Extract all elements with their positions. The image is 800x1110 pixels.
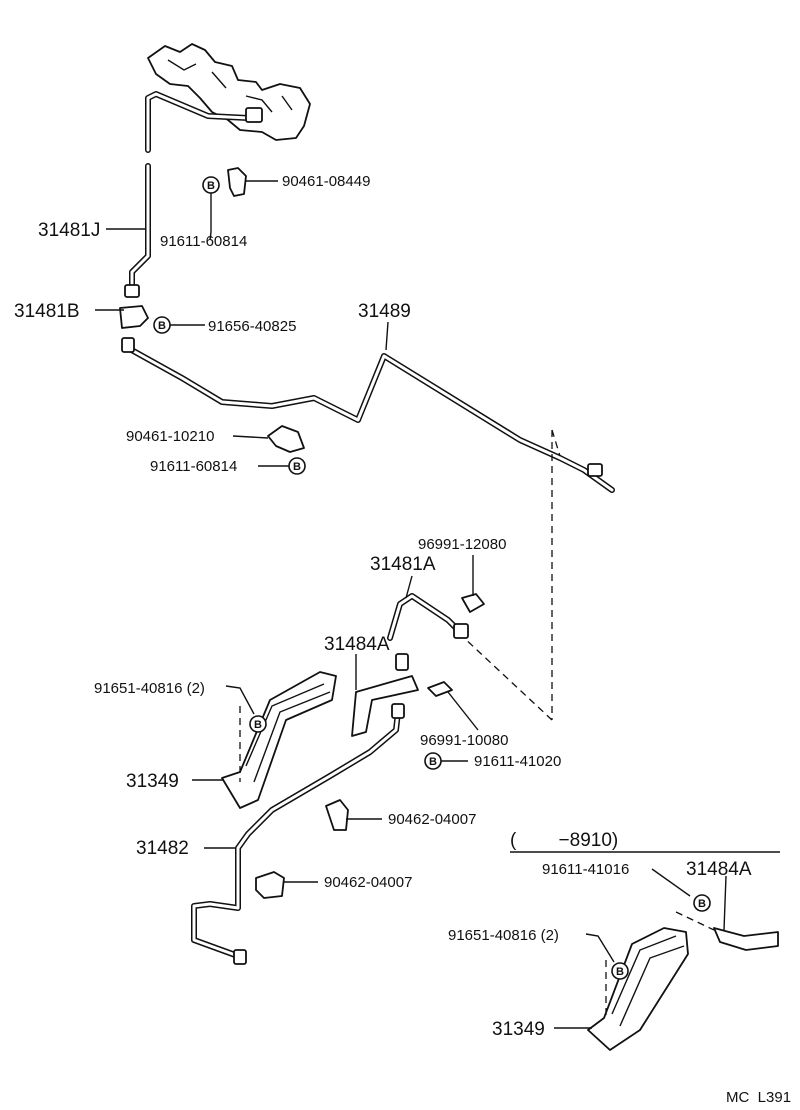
bracket-31484A-variant	[713, 927, 779, 951]
label-96991-10080: 96991-10080	[420, 732, 508, 749]
leader-lines	[95, 180, 727, 1029]
bolt-icon: B	[249, 715, 267, 733]
svg-text:B: B	[698, 898, 706, 910]
pipe-31489	[121, 337, 615, 493]
label-31481J: 31481J	[38, 220, 100, 241]
clip-90461-08449	[227, 167, 247, 197]
clip-90462-04007-lower	[255, 871, 285, 899]
label-31349-variant: 31349	[492, 1019, 545, 1040]
bolt-icon: B	[611, 962, 629, 980]
bolt-icon: B	[202, 176, 220, 194]
bracket-31484A-upper	[351, 675, 419, 737]
clip-96991-12080	[461, 593, 485, 613]
label-90462-04007-lower: 90462-04007	[324, 874, 412, 891]
label-91611-60814-top: 91611-60814	[160, 233, 247, 250]
clip-90461-10210	[267, 425, 305, 453]
hose-31481A	[387, 593, 469, 641]
svg-text:B: B	[429, 756, 437, 768]
bolt-icon: B	[693, 894, 711, 912]
bolt-icon: B	[424, 752, 442, 770]
bracket-31481B	[119, 305, 149, 329]
label-31482: 31482	[136, 838, 189, 859]
svg-text:B: B	[293, 461, 301, 473]
svg-text:B: B	[616, 966, 624, 978]
label-96991-12080: 96991-12080	[418, 536, 506, 553]
pipe-31482	[191, 703, 405, 965]
label-90462-04007-upper: 90462-04007	[388, 811, 476, 828]
bolt-icon: B	[153, 316, 171, 334]
label-31484A-variant: 31484A	[686, 859, 752, 880]
footer-code: MC L391	[726, 1089, 791, 1106]
label-31349-upper: 31349	[126, 771, 179, 792]
label-91611-41020: 91611-41020	[474, 753, 561, 770]
clip-90462-04007-upper	[325, 799, 349, 831]
connection-dashed-line	[461, 429, 561, 721]
union-fitting	[395, 653, 409, 671]
label-90461-08449: 90461-08449	[282, 173, 370, 190]
pipe-31481J	[124, 91, 263, 298]
label-91656-40825: 91656-40825	[208, 318, 296, 335]
svg-text:B: B	[207, 180, 215, 192]
part-labels: 90461-08449 91611-60814 31481J 31481B 91…	[14, 173, 791, 1106]
svg-text:B: B	[254, 719, 262, 731]
label-31489: 31489	[358, 301, 411, 322]
label-variant-range: ( −8910)	[510, 830, 618, 851]
label-91651-40816-variant: 91651-40816 (2)	[448, 927, 559, 944]
label-90461-10210: 90461-10210	[126, 428, 214, 445]
engine-outline	[147, 43, 311, 141]
label-91651-40816-upper: 91651-40816 (2)	[94, 680, 205, 697]
label-31484A-upper: 31484A	[324, 634, 390, 655]
label-91611-41016: 91611-41016	[542, 861, 629, 878]
svg-text:B: B	[158, 320, 166, 332]
label-31481B: 31481B	[14, 301, 80, 322]
label-91611-60814-mid: 91611-60814	[150, 458, 237, 475]
clip-96991-10080	[427, 681, 453, 697]
heat-shield-31349-variant	[587, 927, 689, 1051]
label-31481A: 31481A	[370, 554, 436, 575]
heat-shield-31349-upper	[221, 671, 337, 809]
bolt-icon: B	[288, 457, 306, 475]
